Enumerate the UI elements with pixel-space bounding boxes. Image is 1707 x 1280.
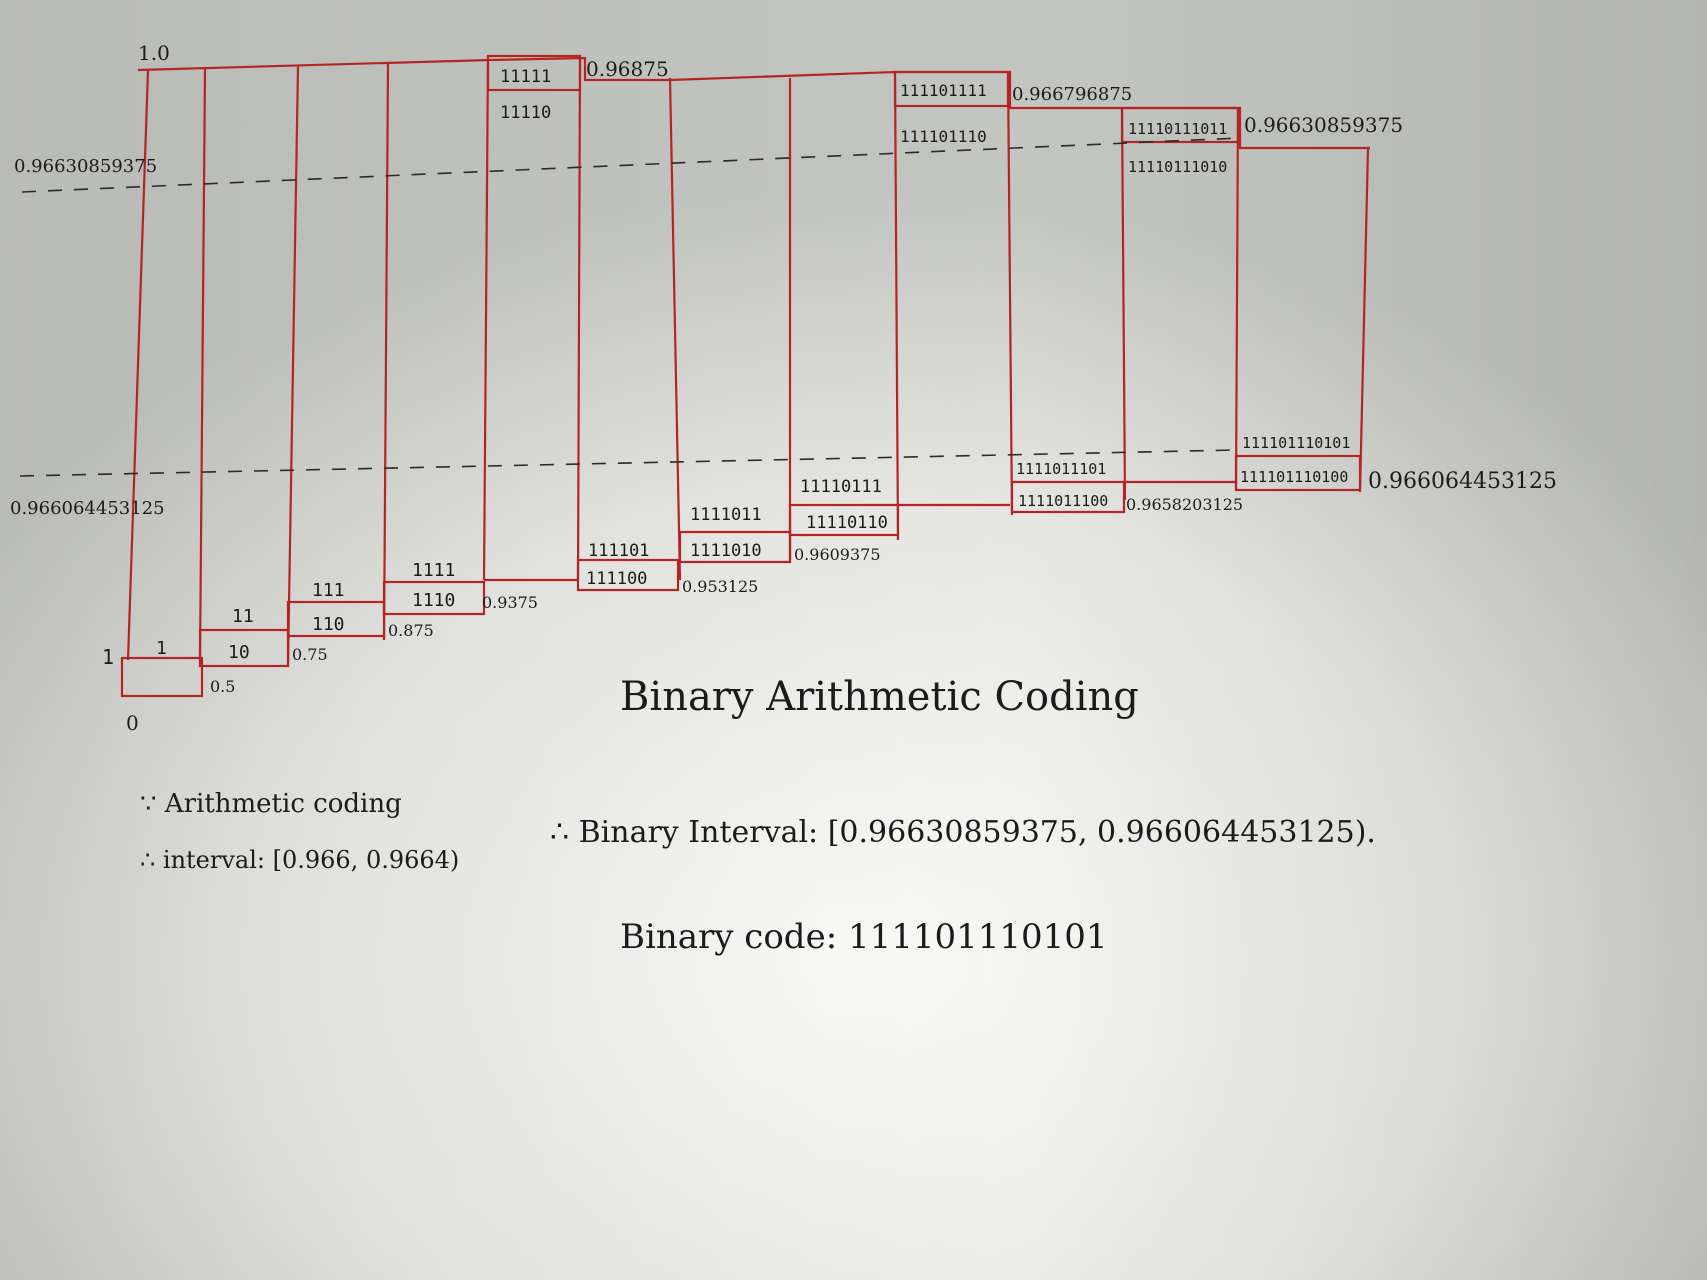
- binary-code-line: Binary code: 111101110101: [620, 917, 1108, 957]
- interval-diagram: [120, 54, 1370, 698]
- arith-note-line2: ∴ interval: [0.966, 0.9664): [140, 846, 459, 874]
- step-value: 0.966796875: [1012, 84, 1132, 105]
- step-code: 11110: [500, 103, 551, 123]
- step-code: 1: [156, 638, 167, 659]
- step-code: 1111011: [690, 505, 762, 525]
- step-code: 111: [312, 580, 345, 601]
- step-value: 0.875: [388, 621, 434, 640]
- step-code: 111101: [588, 541, 649, 561]
- step-code: 11110110: [806, 513, 888, 533]
- step-value: 0.953125: [682, 577, 758, 596]
- step-code: 111101111: [900, 81, 987, 100]
- step-code: 10: [228, 642, 250, 663]
- diagram-title: Binary Arithmetic Coding: [620, 674, 1139, 720]
- step-code: 110: [312, 614, 345, 635]
- step-value: 0.5: [210, 677, 235, 696]
- step-code: 11: [232, 606, 254, 627]
- notes: ∵ Arithmetic coding ∴ interval: [0.966, …: [140, 674, 1376, 957]
- step-code: 1111011100: [1018, 492, 1108, 510]
- arith-note-line1: ∵ Arithmetic coding: [140, 789, 402, 819]
- step-code: 11110111: [800, 477, 882, 497]
- step-code: 111101110101: [1242, 434, 1350, 452]
- step-value: 0.96875: [586, 57, 669, 81]
- step-code: 1111010: [690, 541, 762, 561]
- step-code: 111101110100: [1240, 468, 1348, 486]
- step-code: 111101110: [900, 127, 987, 146]
- step-code: 1111: [412, 560, 455, 581]
- lower-bound-right-label: 0.966064453125: [1368, 469, 1557, 494]
- step-labels: 1 1 11 10 0.5 111 110 0.75 1111 1110 0.8…: [102, 57, 1350, 696]
- upper-bound-dashed-line: [21, 137, 1241, 193]
- step-value: 0.9375: [482, 593, 538, 612]
- lower-bound-left-label: 0.966064453125: [10, 498, 165, 519]
- step-code: 11110111011: [1128, 120, 1227, 138]
- step-value: 0.75: [292, 645, 328, 664]
- upper-bound-right-label: 0.96630859375: [1244, 113, 1403, 137]
- upper-bound-left-label: 0.96630859375: [14, 156, 157, 177]
- step-side-mark: 1: [102, 645, 114, 669]
- step-code: 1111011101: [1016, 460, 1106, 478]
- axis-top-label: 1.0: [138, 41, 170, 65]
- step-value: 0.9609375: [794, 545, 881, 564]
- step-code: 111100: [586, 569, 647, 589]
- binary-interval-line: ∴ Binary Interval: [0.96630859375, 0.966…: [550, 815, 1376, 850]
- step-code: 11110111010: [1128, 158, 1227, 176]
- lower-bound-dashed-line: [19, 449, 1236, 477]
- axis-bottom-label: 0: [126, 711, 139, 735]
- step-value: 0.9658203125: [1126, 495, 1243, 514]
- step-code: 1110: [412, 590, 455, 611]
- step-code: 11111: [500, 67, 551, 87]
